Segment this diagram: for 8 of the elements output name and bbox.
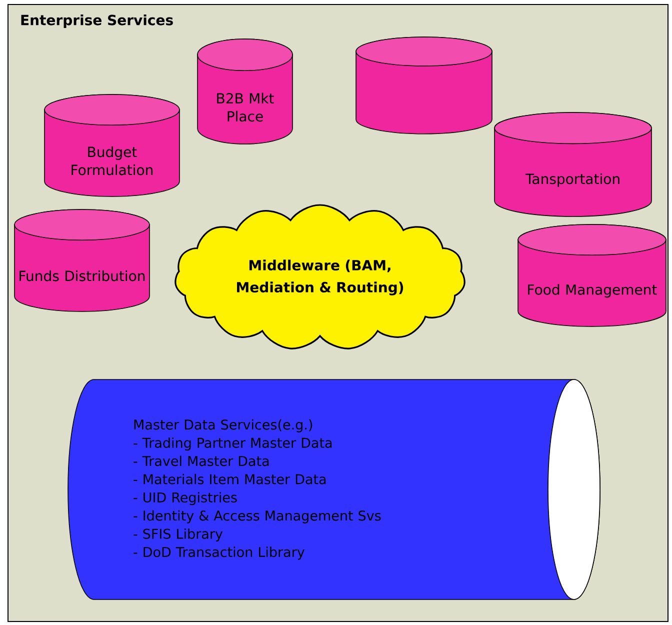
cylinder: Food Management xyxy=(518,224,666,327)
cylinder xyxy=(356,36,492,134)
cloud: Middleware (BAM, Mediation & Routing) xyxy=(174,204,466,350)
cylinder: Budget Formulation xyxy=(44,94,180,197)
cylinder: B2B Mkt Place xyxy=(197,38,293,144)
cylinder: Tansportation xyxy=(494,112,652,217)
cylinder: Master Data Services(e.g.) - Trading Partner Master Data - Travel Master Data - Materials Item Master Data - UID Registries - Identity & Access Management Svs - SFIS Library - DoD Transaction Library xyxy=(68,379,600,600)
cylinder: Funds Distribution xyxy=(14,209,150,312)
